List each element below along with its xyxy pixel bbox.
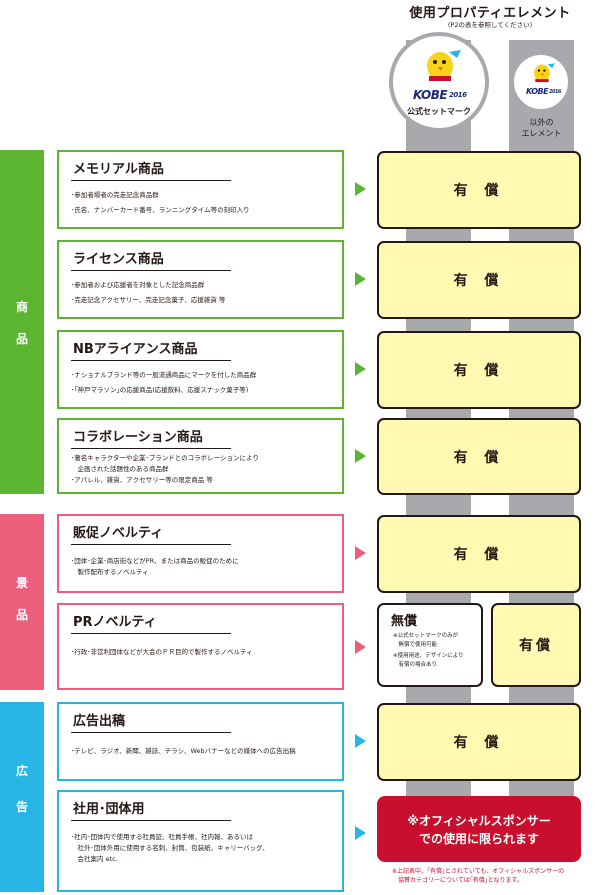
item-line: ･氏名、ナンバーカード番号、ランニングタイム等の刻印入り: [71, 206, 250, 214]
item-line: ･アパレル、雑貨、アクセサリー等の限定商品 等: [71, 476, 213, 484]
item-title: 広告出稿: [73, 714, 126, 729]
item-corporate-use: 社用･団体用 ･社内･団体内で使用する社員証、社員手帳、社内報、あるいは 社外･…: [57, 790, 344, 892]
other-logo-text: KOBE: [526, 87, 549, 96]
item-title: コラボレーション商品: [73, 430, 203, 445]
item-promo-novelty: 販促ノベルティ ･団体･企業･商店街などがPR、または商品の販促のために 製作配…: [57, 514, 344, 593]
item-line: ･団体･企業･商店街などがPR、または商品の販促のために: [71, 557, 239, 565]
sponsor-only-line-2: での使用に限られます: [418, 832, 539, 846]
item-advertising: 広告出稿 ･テレビ、ラジオ、新聞、雑誌、チラシ、Webバナーなどの媒体への広告出…: [57, 702, 344, 781]
title-underline: [71, 360, 231, 361]
item-title: 社用･団体用: [73, 802, 145, 817]
item-memorial: メモリアル商品 ･参加者場者の完走記念商品群 ･氏名、ナンバーカード番号、ランニ…: [57, 150, 344, 229]
result-box: 有 償: [377, 418, 581, 495]
header-title: 使用プロパティエレメント: [409, 6, 571, 21]
official-logo-text: KOBE: [413, 88, 448, 102]
other-logo-year: 2016: [549, 89, 561, 95]
arrow-right-icon: [355, 640, 366, 654]
arrow-right-icon: [355, 734, 366, 748]
free-note: 有償の場合あり: [393, 662, 438, 668]
other-element-caption-2: エレメント: [521, 129, 562, 138]
other-element-caption-1: 以外の: [529, 118, 554, 127]
official-mark-caption: 公式セットマーク: [407, 107, 471, 116]
result-free-label: 無償: [391, 614, 418, 629]
item-line: ･ナショナルブランド等の一般流通商品にマークを付した商品群: [71, 371, 257, 379]
title-underline: [71, 180, 231, 181]
item-line: ･完走記念アクセサリー、完走記念菓子、応援雑貨 等: [71, 296, 226, 304]
category-premiums: 景 品: [0, 514, 44, 690]
item-title: ライセンス商品: [73, 252, 164, 267]
arrow-right-icon: [355, 449, 366, 463]
result-paid-box: 有償: [491, 603, 581, 687]
item-title: NBアライアンス商品: [73, 342, 198, 357]
title-underline: [71, 633, 231, 634]
mascot-chick-icon: [427, 50, 461, 81]
category-ads-char-1: 広: [15, 764, 28, 778]
item-line: 会社案内 etc.: [71, 855, 118, 863]
footnote-line-1: ※上記表中、｢有償｣とされていても、オフィシャルスポンサーの: [392, 868, 565, 875]
title-underline: [71, 732, 231, 733]
category-ads-char-2: 告: [15, 800, 28, 814]
item-title: メモリアル商品: [73, 162, 164, 177]
arrow-right-icon: [355, 546, 366, 560]
other-element-circle: KOBE 2016: [511, 52, 571, 112]
category-goods-char-2: 品: [15, 332, 28, 346]
item-collaboration: コラボレーション商品 ･著名キャラクターや企業･ブランドとのコラボレーションによ…: [57, 418, 344, 494]
arrow-right-icon: [355, 182, 366, 196]
title-underline: [71, 270, 231, 271]
item-line: ･参加者場者の完走記念商品群: [71, 191, 159, 199]
category-premiums-char-1: 景: [15, 576, 28, 590]
title-underline: [71, 544, 231, 545]
official-logo-year: 2016: [449, 91, 467, 99]
item-pr-novelty: PRノベルティ ･行政･非営利団体などが大会のＰＲ目的で製作するノベルティ: [57, 603, 344, 690]
category-goods-char-1: 商: [15, 300, 28, 314]
arrow-right-icon: [355, 362, 366, 376]
item-line: 製作配布するノベルティ: [71, 568, 149, 576]
result-box: 有 償: [377, 331, 581, 409]
sponsor-only-line-1: ※オフィシャルスポンサー: [407, 814, 551, 828]
arrow-right-icon: [355, 826, 366, 840]
item-line: ･著名キャラクターや企業･ブランドとのコラボレーションにより: [71, 454, 259, 462]
item-license: ライセンス商品 ･参加者および応援者を対象とした記念商品群 ･完走記念アクセサリ…: [57, 240, 344, 319]
header-subtitle: (P2の表を参照してください): [447, 21, 533, 29]
category-goods: 商 品: [0, 150, 44, 494]
item-line: ･テレビ、ラジオ、新聞、雑誌、チラシ、Webバナーなどの媒体への広告出稿: [71, 747, 296, 755]
item-line: 企画された話題性のある商品群: [71, 465, 169, 473]
result-box: 有 償: [377, 241, 581, 319]
result-box: 有 償: [377, 151, 581, 229]
title-underline: [71, 448, 231, 449]
title-underline: [71, 820, 231, 821]
item-line: ･参加者および応援者を対象とした記念商品群: [71, 281, 205, 289]
item-line: ･｢神戸マラソン｣の応援商品(応援飲料、応援スナック菓子等): [71, 386, 249, 394]
result-free-box: 無償 ※公式セットマークのみが 無償で使用可能 ※使用用途、デザインにより 有償…: [377, 603, 483, 687]
free-note: ※使用用途、デザインにより: [393, 653, 464, 659]
arrow-right-icon: [355, 272, 366, 286]
item-title: PRノベルティ: [73, 615, 157, 630]
item-line: ･行政･非営利団体などが大会のＰＲ目的で製作するノベルティ: [71, 648, 253, 656]
free-note: 無償で使用可能: [393, 642, 438, 648]
free-note: ※公式セットマークのみが: [393, 633, 459, 639]
item-line: ･社内･団体内で使用する社員証、社員手帳、社内報、あるいは: [71, 833, 253, 841]
sponsor-only-box: ※オフィシャルスポンサー での使用に限られます: [377, 796, 581, 862]
official-mark-circle: KOBE 2016 公式セットマーク: [389, 32, 489, 132]
footnote-line-2: 協賛カテゴリーについては｢有償｣となります。: [392, 877, 523, 884]
item-title: 販促ノベルティ: [73, 526, 164, 541]
category-premiums-char-2: 品: [15, 608, 28, 622]
mascot-chick-small-icon: [534, 63, 555, 83]
item-nb-alliance: NBアライアンス商品 ･ナショナルブランド等の一般流通商品にマークを付した商品群…: [57, 330, 344, 409]
category-ads: 広 告: [0, 702, 44, 892]
item-line: 社外･団体外用に使用する名刺、封筒、包装紙、キャリーバッグ、: [71, 844, 269, 852]
result-box: 有 償: [377, 515, 581, 593]
result-box: 有 償: [377, 703, 581, 781]
